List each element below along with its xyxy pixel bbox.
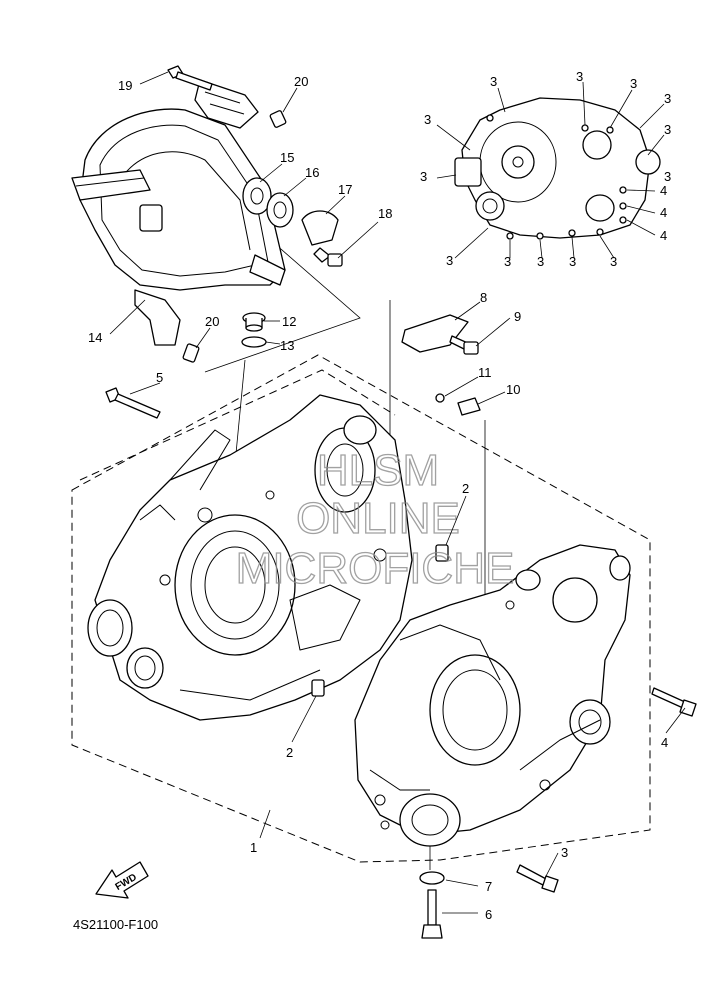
dowel-pin-2-icon [311,679,325,697]
screw-11-icon [435,393,445,403]
callout-17: 17 [338,182,352,197]
bolt-6-icon [421,889,443,939]
bolt-4-icon [651,687,697,717]
callout-4: 4 [661,735,668,750]
inset-callout-3: 3 [664,169,671,184]
inset-callout-3: 3 [446,253,453,268]
callout-11: 11 [478,365,492,380]
watermark-line-1: HLSM [317,446,439,495]
callout-9: 9 [514,309,521,324]
callout-7: 7 [485,879,492,894]
inset-callout-3: 3 [576,69,583,84]
callout-8: 8 [480,290,487,305]
inset-callout-4: 4 [660,228,667,243]
callout-16: 16 [305,165,319,180]
callout-20: 20 [294,74,308,89]
callout-10: 10 [506,382,520,397]
callout-1: 1 [250,840,257,855]
callout-14: 14 [88,330,102,345]
inset-crankcase-bolt-locations [454,97,661,240]
watermark-line-3: MICROFICHE [236,544,515,593]
dowel-pin-20-icon [182,343,200,363]
bolt-18-icon [313,247,343,267]
assembly-outline [71,354,651,863]
inset-callout-3: 3 [569,254,576,269]
inset-callout-3: 3 [490,74,497,89]
inset-callout-4: 4 [660,183,667,198]
clamp-10-icon [457,397,481,416]
callout-19: 19 [118,78,132,93]
callout-2: 2 [286,745,293,760]
forward-direction-arrow-icon: FWD [95,861,149,899]
callout-18: 18 [378,206,392,221]
callout-20: 20 [205,314,219,329]
leader-lines [109,71,686,914]
callout-13: 13 [280,338,294,353]
drain-plug-12-icon [242,312,266,332]
washer-13-icon [241,336,267,348]
bolt-5-icon [105,387,161,419]
crankcase-left-half [87,394,413,721]
inset-callout-3: 3 [630,76,637,91]
callout-3: 3 [561,845,568,860]
callout-6: 6 [485,907,492,922]
inset-callout-3: 3 [664,91,671,106]
callout-5: 5 [156,370,163,385]
inset-callout-3: 3 [664,122,671,137]
bearing-15-icon [242,177,272,215]
callout-15: 15 [280,150,294,165]
washer-7-icon [419,871,445,885]
diagram-part-number: 4S21100-F100 [73,917,158,932]
callout-12: 12 [282,314,296,329]
oil-seal-16-icon [266,192,294,228]
crankcase-cover [71,79,286,346]
dowel-pin-2-icon [435,544,449,562]
inset-callout-3: 3 [610,254,617,269]
inset-callout-3: 3 [424,112,431,127]
bolt-3-icon [516,864,559,893]
inset-callout-3: 3 [420,169,427,184]
plate-17-icon [301,210,339,246]
inset-callout-3: 3 [504,254,511,269]
crankcase-right-half [354,544,631,847]
watermark-line-2: ONLINE [296,494,460,543]
bolt-9-icon [449,335,479,355]
inset-callout-3: 3 [537,254,544,269]
callout-2: 2 [462,481,469,496]
bolt-19-icon [167,65,213,91]
dowel-pin-20-icon [269,110,287,128]
crankcase-left-outline [79,369,396,481]
inset-callout-4: 4 [660,205,667,220]
